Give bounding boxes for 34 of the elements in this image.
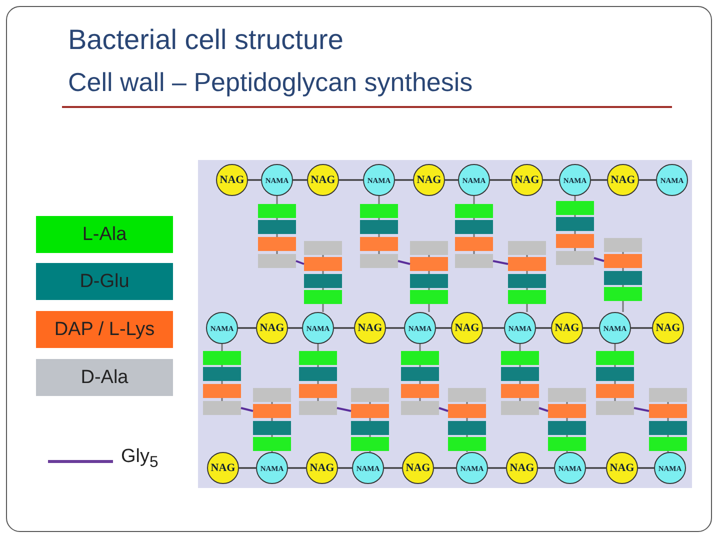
glycan-bond bbox=[483, 327, 504, 329]
glycan-bond bbox=[445, 179, 458, 181]
legend-label: DAP / L-Lys bbox=[54, 318, 155, 340]
glycan-bond bbox=[639, 179, 656, 181]
legend-label: Gly$_{5}$ bbox=[121, 446, 158, 472]
glycan-bond bbox=[591, 179, 607, 181]
glycan-bond bbox=[488, 467, 506, 469]
glycan-bond bbox=[536, 327, 551, 329]
glycan-bond bbox=[631, 327, 652, 329]
glycan-bond bbox=[436, 327, 451, 329]
glycan-bond bbox=[386, 327, 404, 329]
glycan-bond bbox=[538, 467, 554, 469]
glycan-bond bbox=[638, 467, 654, 469]
glycan-bond bbox=[293, 179, 307, 181]
glycan-bond bbox=[339, 179, 363, 181]
glycan-bond bbox=[583, 327, 599, 329]
legend-label: D-Ala bbox=[80, 366, 128, 388]
glycan-bond bbox=[334, 327, 354, 329]
glycan-bond bbox=[434, 467, 456, 469]
glycan-bond bbox=[288, 467, 306, 469]
glycan-bond bbox=[384, 467, 402, 469]
slide-subtitle: Cell wall – Peptidoglycan synthesis bbox=[68, 67, 473, 98]
glycan-bond bbox=[490, 179, 511, 181]
glycan-bond bbox=[586, 467, 606, 469]
slide-title: Bacterial cell structure bbox=[68, 24, 344, 56]
glycan-bond bbox=[288, 327, 302, 329]
glycan-bond bbox=[395, 179, 413, 181]
legend-label: D-Glu bbox=[80, 270, 130, 292]
glycan-bond bbox=[338, 467, 352, 469]
legend-label: L-Ala bbox=[82, 224, 127, 246]
glycan-bond bbox=[248, 179, 261, 181]
glycan-bond bbox=[238, 327, 256, 329]
glycan-bond bbox=[543, 179, 559, 181]
glycan-bond bbox=[239, 467, 256, 469]
